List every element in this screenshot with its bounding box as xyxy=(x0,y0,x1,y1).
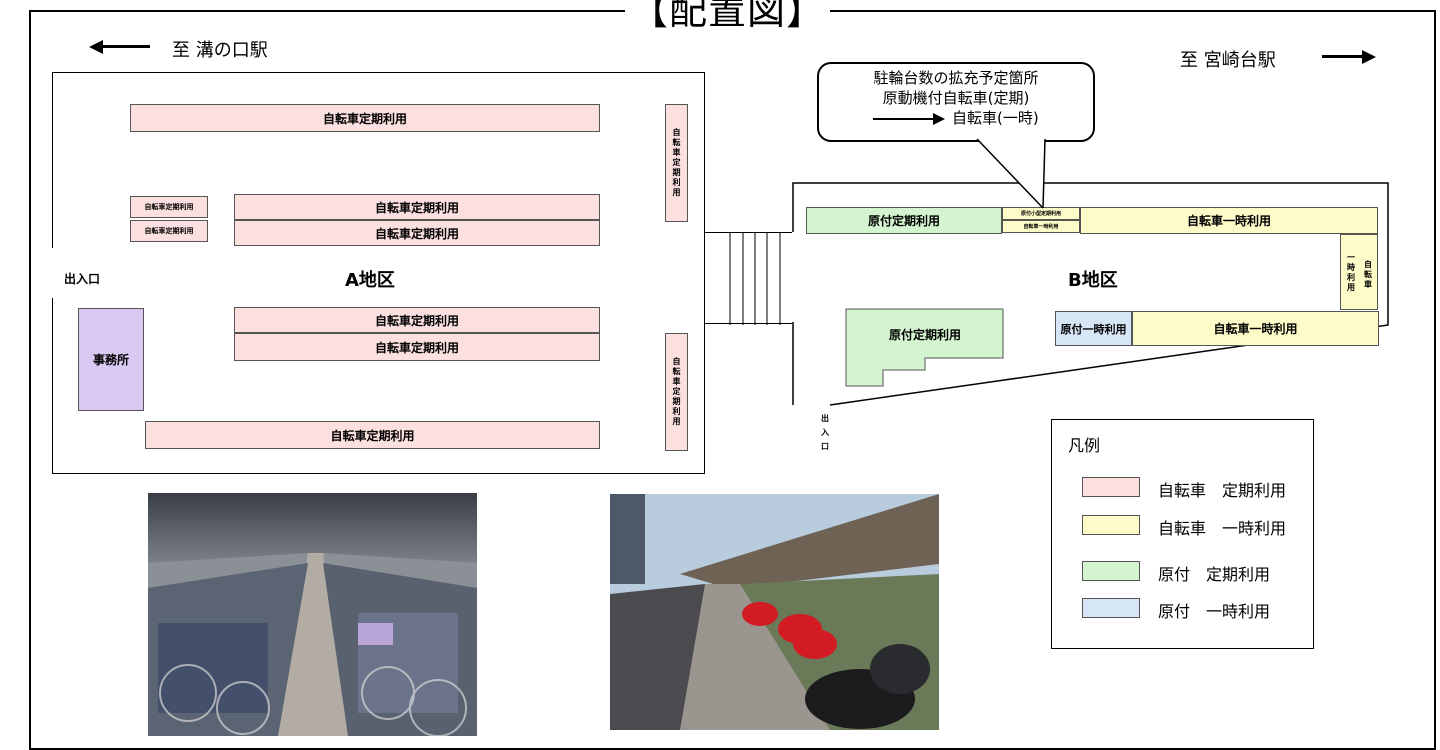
callout-pointer xyxy=(976,138,1046,209)
rack-label: 原付小型定期利用 xyxy=(1020,211,1061,217)
moped-parking-photo xyxy=(610,494,939,730)
bike-regular-rack: 自転車定期利用 xyxy=(234,194,600,220)
small-bike-temp-rack: 自転車一時利用 xyxy=(1002,220,1080,233)
area-b-name: B地区 xyxy=(1068,270,1118,291)
callout-line-3: 自転車(一時) xyxy=(952,109,1039,127)
area-a-entrance-label: 出入口 xyxy=(64,272,101,286)
arrow-left-shaft xyxy=(100,45,150,48)
rack-label: 自転車定期利用 xyxy=(672,357,681,427)
arrow-right-shaft xyxy=(1322,55,1367,58)
bike-regular-rack: 自転車定期利用 xyxy=(234,333,600,361)
rack-label: 自転車 xyxy=(1363,260,1373,290)
callout-line-3-row: 自転車(一時) xyxy=(819,108,1093,128)
rack-label: 自転車定期利用 xyxy=(144,227,194,235)
bike-temporary-rack: 自転車一時利用 xyxy=(1132,311,1379,346)
legend-label: 自転車 一時利用 xyxy=(1158,519,1287,538)
rack-label: 自転車一時利用 xyxy=(1213,322,1298,336)
bike-regular-rack-vertical: 自転車定期利用 xyxy=(665,104,688,222)
arrow-left-icon xyxy=(89,40,103,54)
legend-label: 原付 一時利用 xyxy=(1158,602,1271,621)
bike-temporary-rack: 自転車一時利用 xyxy=(1080,207,1378,234)
area-b-boundary xyxy=(792,182,1389,406)
legend-swatch-moped-temporary xyxy=(1082,598,1140,618)
legend-label: 原付 定期利用 xyxy=(1158,565,1271,584)
callout-line-2: 原動機付自転車(定期) xyxy=(882,89,1030,107)
moped-regular-rack: 原付定期利用 xyxy=(806,207,1002,234)
direction-right-label: 至 宮崎台駅 xyxy=(1180,50,1276,71)
bike-regular-rack-small: 自転車定期利用 xyxy=(130,220,208,242)
area-a-boundary xyxy=(52,72,705,474)
direction-left-label: 至 溝の口駅 xyxy=(172,40,268,61)
office-label: 事務所 xyxy=(92,353,129,367)
rack-label: 原付定期利用 xyxy=(867,214,940,228)
rack-label: 原付一時利用 xyxy=(1060,322,1127,336)
area-a-name: A地区 xyxy=(345,270,395,291)
bike-regular-rack-vertical: 自転車定期利用 xyxy=(665,333,688,451)
rack-label: 自転車定期利用 xyxy=(330,428,415,443)
rack-label: 自転車定期利用 xyxy=(374,340,459,355)
callout-arrow-icon xyxy=(873,112,946,125)
area-b-entrance-label: 出入口 xyxy=(820,414,830,456)
rack-label: 自転車一時利用 xyxy=(1023,224,1059,230)
rack-label: 自転車定期利用 xyxy=(374,313,459,328)
walkway xyxy=(705,232,792,325)
rack-label: 自転車定期利用 xyxy=(374,200,459,215)
rack-label: 自転車一時利用 xyxy=(1186,214,1271,228)
rack-label: 自転車定期利用 xyxy=(322,111,407,126)
bike-regular-rack: 自転車定期利用 xyxy=(145,421,600,449)
bicycle-parking-image xyxy=(148,493,477,736)
bike-regular-rack: 自転車定期利用 xyxy=(234,307,600,333)
legend-swatch-bike-regular xyxy=(1082,477,1140,497)
rack-label: 原付定期利用 xyxy=(889,327,961,342)
expansion-callout: 駐輪台数の拡充予定箇所 原動機付自転車(定期) 自転車(一時) xyxy=(817,62,1095,142)
legend-title: 凡例 xyxy=(1068,436,1101,455)
moped-regular-area: 原付定期利用 xyxy=(845,308,1004,387)
area-a-entrance-gap xyxy=(49,248,55,298)
bike-regular-rack: 自転車定期利用 xyxy=(130,104,600,132)
office: 事務所 xyxy=(78,308,144,411)
bike-regular-rack-small: 自転車定期利用 xyxy=(130,196,208,218)
rack-label: 自転車定期利用 xyxy=(672,128,681,198)
page-title: 【配置図】 xyxy=(625,0,830,36)
rack-label: 自転車定期利用 xyxy=(144,203,194,211)
bike-temporary-rack-vertical: 一時利用 自転車 xyxy=(1340,234,1378,310)
legend-swatch-bike-temporary xyxy=(1082,515,1140,535)
legend: 凡例 自転車 定期利用 自転車 一時利用 原付 定期利用 原付 一時利用 xyxy=(1051,419,1314,649)
rack-label: 自転車定期利用 xyxy=(374,226,459,241)
moped-temporary-rack: 原付一時利用 xyxy=(1055,311,1132,346)
arrow-right-icon xyxy=(1362,50,1376,64)
small-moped-rack: 原付小型定期利用 xyxy=(1002,207,1080,220)
bicycle-parking-photo xyxy=(148,493,477,736)
bike-regular-rack: 自転車定期利用 xyxy=(234,220,600,246)
legend-label: 自転車 定期利用 xyxy=(1158,481,1287,500)
callout-line-1: 駐輪台数の拡充予定箇所 xyxy=(873,69,1039,87)
moped-parking-image xyxy=(610,494,939,730)
legend-swatch-moped-regular xyxy=(1082,561,1140,581)
walkway-stripes xyxy=(729,233,781,325)
rack-label: 一時利用 xyxy=(1346,253,1356,293)
